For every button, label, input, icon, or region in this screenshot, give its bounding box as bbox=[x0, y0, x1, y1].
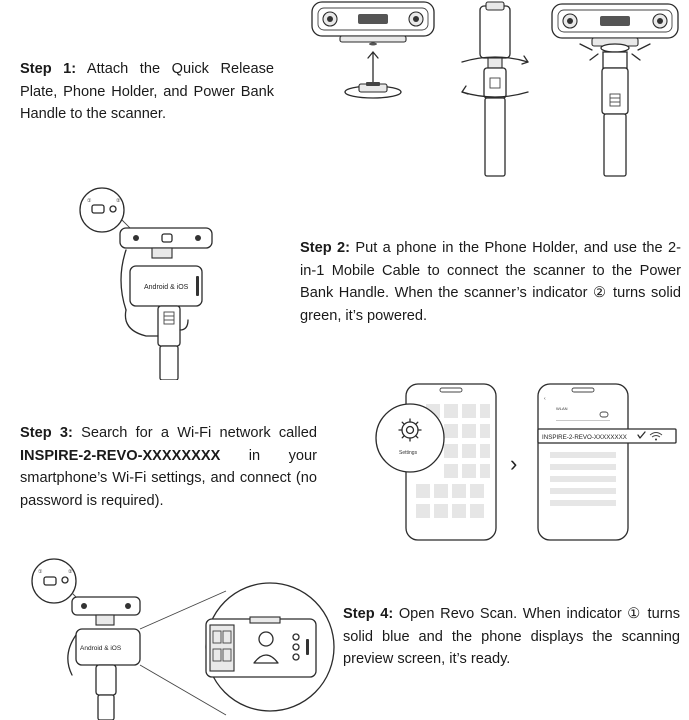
scanner-rig: Android & iOS bbox=[67, 596, 141, 720]
chevron-right-icon: › bbox=[510, 451, 517, 476]
phone-holder-handle bbox=[461, 1, 529, 177]
toggle-icon[interactable] bbox=[599, 411, 609, 418]
step-4-text: Open Revo Scan. When indicator ① turns s… bbox=[343, 606, 680, 667]
indicator-inset: ① ② bbox=[79, 187, 139, 237]
phone: Android & iOS bbox=[129, 265, 203, 307]
scanning-preview-zoom bbox=[205, 582, 335, 712]
wifi-icon bbox=[649, 432, 663, 441]
power-bank-handle bbox=[124, 305, 189, 380]
indicator-1-label: ① bbox=[87, 198, 92, 204]
scanner-assembled bbox=[551, 3, 679, 177]
step-1-instruction: Step 1: Attach the Quick Release Plate, … bbox=[20, 58, 274, 126]
step-1-label: Step 1: bbox=[20, 61, 77, 77]
settings-bubble[interactable]: Settings bbox=[375, 403, 445, 473]
step-2-illustration: ① ② Android & iOS bbox=[78, 180, 228, 380]
indicator-2-label: ② bbox=[116, 198, 121, 204]
step-3-text-after: in your smartphone’s Wi-Fi settings, and… bbox=[20, 447, 317, 509]
step-4-illustration: ① ② Android & iOS bbox=[20, 555, 345, 720]
phone-os-label: Android & iOS bbox=[80, 645, 122, 652]
wlan-title: WLAN bbox=[556, 406, 568, 411]
scanner-top bbox=[119, 227, 213, 249]
step-3-illustration: Settings › ‹ WLAN INSPIRE-2-REVO-XXXXXXX… bbox=[372, 380, 682, 545]
wifi-network-item[interactable] bbox=[537, 428, 677, 444]
scanner-front-view bbox=[311, 1, 435, 46]
step-2-label: Step 2: bbox=[300, 240, 350, 256]
step-3-text-before: Search for a Wi-Fi network called bbox=[72, 425, 318, 441]
wifi-network-item-label: INSPIRE-2-REVO-XXXXXXXX bbox=[542, 434, 627, 441]
wifi-network-name: INSPIRE-2-REVO-XXXXXXXX bbox=[20, 447, 221, 464]
up-arrow bbox=[367, 51, 379, 83]
step-1-illustration bbox=[300, 0, 685, 182]
step-4-instruction: Step 4: Open Revo Scan. When indicator ①… bbox=[343, 603, 680, 671]
phone-wifi-settings: ‹ WLAN INSPIRE-2-REVO-XXXXXXXX bbox=[537, 383, 677, 541]
indicator-2-label: ② bbox=[68, 569, 73, 575]
step-3-instruction: Step 3: Search for a Wi-Fi network calle… bbox=[20, 422, 317, 512]
step-3-label: Step 3: bbox=[20, 425, 73, 441]
indicator-inset: ① ② bbox=[31, 558, 83, 604]
step-2-instruction: Step 2: Put a phone in the Phone Holder,… bbox=[300, 237, 681, 327]
phone-os-label: Android & iOS bbox=[144, 284, 189, 291]
gear-icon bbox=[398, 418, 422, 442]
svg-text:‹: ‹ bbox=[544, 396, 546, 402]
quick-release-plate bbox=[344, 82, 402, 99]
checkmark-icon bbox=[637, 431, 646, 439]
indicator-1-label: ① bbox=[38, 569, 43, 575]
bust-preview bbox=[253, 631, 279, 664]
step-4-label: Step 4: bbox=[343, 606, 394, 622]
settings-label: Settings bbox=[399, 450, 418, 456]
step-1-text: Attach the Quick Release Plate, Phone Ho… bbox=[20, 61, 274, 122]
step-2-text: Put a phone in the Phone Holder, and use… bbox=[300, 240, 681, 324]
